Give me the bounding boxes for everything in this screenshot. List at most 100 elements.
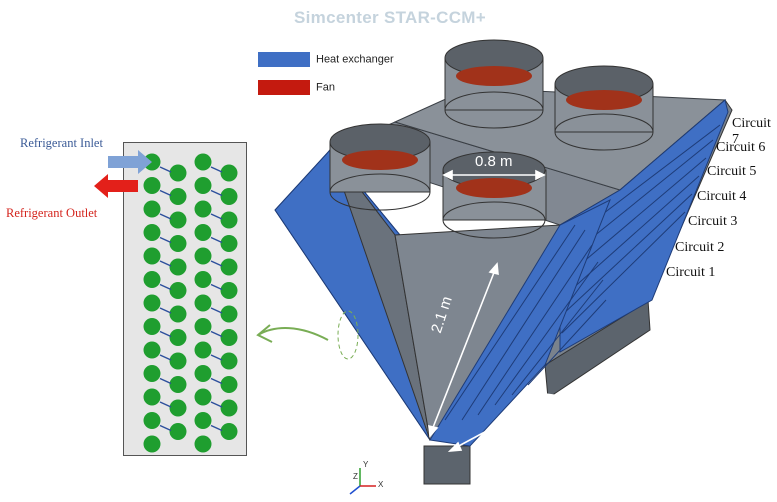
tube-circle [143,341,161,359]
tube-connector [210,330,223,338]
axis-label-z: Z [353,472,358,481]
tube-circle [143,294,161,312]
circuit-label: Circuit 2 [675,240,725,255]
fan-back-left [444,39,544,129]
inlet-arrow [108,150,152,174]
tube-connector [210,377,223,385]
axis-label-x: X [378,480,384,489]
tube-circle [194,412,212,429]
tube-connector [159,213,172,220]
fan-back-right [554,65,654,151]
legend-item-fan: Fan [258,80,335,95]
legend-item-heat-exchanger: Heat exchanger [258,52,394,67]
tube-connector [159,377,172,385]
tube-connector [210,213,223,220]
tube-circle [220,211,238,229]
tube-circle [169,188,187,205]
tube-circle [169,211,187,229]
fan-diameter-label: 0.8 m [475,153,513,170]
tube-circle [194,224,212,241]
tube-circle [143,200,161,218]
tube-circle [194,177,212,194]
axis-label-y: Y [363,460,369,469]
tube-circle [220,235,238,252]
circuit-label: Circuit 1 [666,265,716,280]
refrigerant-outlet-label: Refrigerant Outlet [6,206,98,220]
tube-connector [210,189,223,197]
tube-circle [143,177,161,194]
tube-connector [210,260,223,267]
fan-front-right [442,151,547,239]
tube-circle [169,164,187,182]
circuit-label: Circuit 5 [707,164,757,179]
fan-front-left [329,123,431,211]
tube-circle [143,388,161,406]
tube-circle [169,235,187,252]
tube-circle [169,282,187,299]
app-title: Simcenter STAR-CCM+ [294,8,486,27]
axis-triad [349,468,376,495]
tube-circle [169,399,187,417]
tube-circle [143,271,161,288]
tube-circle [194,247,212,265]
tube-circle [143,435,161,453]
tube-connector [159,189,172,197]
circuit-label: Circuit 7 [732,116,771,147]
tube-circle [220,399,238,417]
tube-circle [220,376,238,393]
tube-connector [159,260,172,267]
legend-swatch-fan [258,80,310,95]
detail-highlight-circle [337,310,359,360]
tube-circle [169,329,187,346]
tube-connector [159,330,172,338]
tube-circle [143,224,161,241]
tube-circle [169,305,187,323]
tube-circle [220,423,238,440]
circuit-label: Circuit 3 [688,214,738,229]
tube-circle [220,164,238,182]
tube-connector [210,236,223,244]
tube-connector [210,166,223,173]
tube-circle [194,365,212,382]
tube-circle [194,341,212,359]
tube-circle [220,305,238,323]
tube-connector [159,307,172,314]
tube-connector [159,236,172,244]
tube-circle [169,423,187,440]
tube-connector [159,424,172,432]
tube-connector [210,424,223,432]
tube-circle [194,318,212,335]
outlet-arrow [94,174,138,198]
refrigerant-inlet-label: Refrigerant Inlet [20,136,103,150]
callout-arrow [257,327,329,341]
legend-swatch-heat-exchanger [258,52,310,67]
tube-circle [169,258,187,276]
tube-circle [143,412,161,429]
tube-circle [194,388,212,406]
tube-connector [210,307,223,314]
tube-circle [143,318,161,335]
circuit-label: Circuit 6 [716,140,766,155]
tube-circle [194,271,212,288]
tube-circle [194,294,212,312]
legend-label-fan: Fan [316,81,335,94]
tube-connector [210,283,223,291]
tube-circle [143,365,161,382]
tube-circle [220,352,238,370]
circuit-label: Circuit 4 [697,189,747,204]
tube-circle [194,153,212,171]
legend-label-heat-exchanger: Heat exchanger [316,53,394,66]
tube-circle [194,200,212,218]
tube-circle [220,258,238,276]
tube-circle [169,376,187,393]
tube-connector [159,354,172,361]
tube-circle [194,435,212,453]
tube-circle [220,188,238,205]
height-arrow [431,269,496,431]
tube-connector [159,401,172,408]
tube-connector [159,283,172,291]
tube-connector [210,401,223,408]
tube-circle [169,352,187,370]
